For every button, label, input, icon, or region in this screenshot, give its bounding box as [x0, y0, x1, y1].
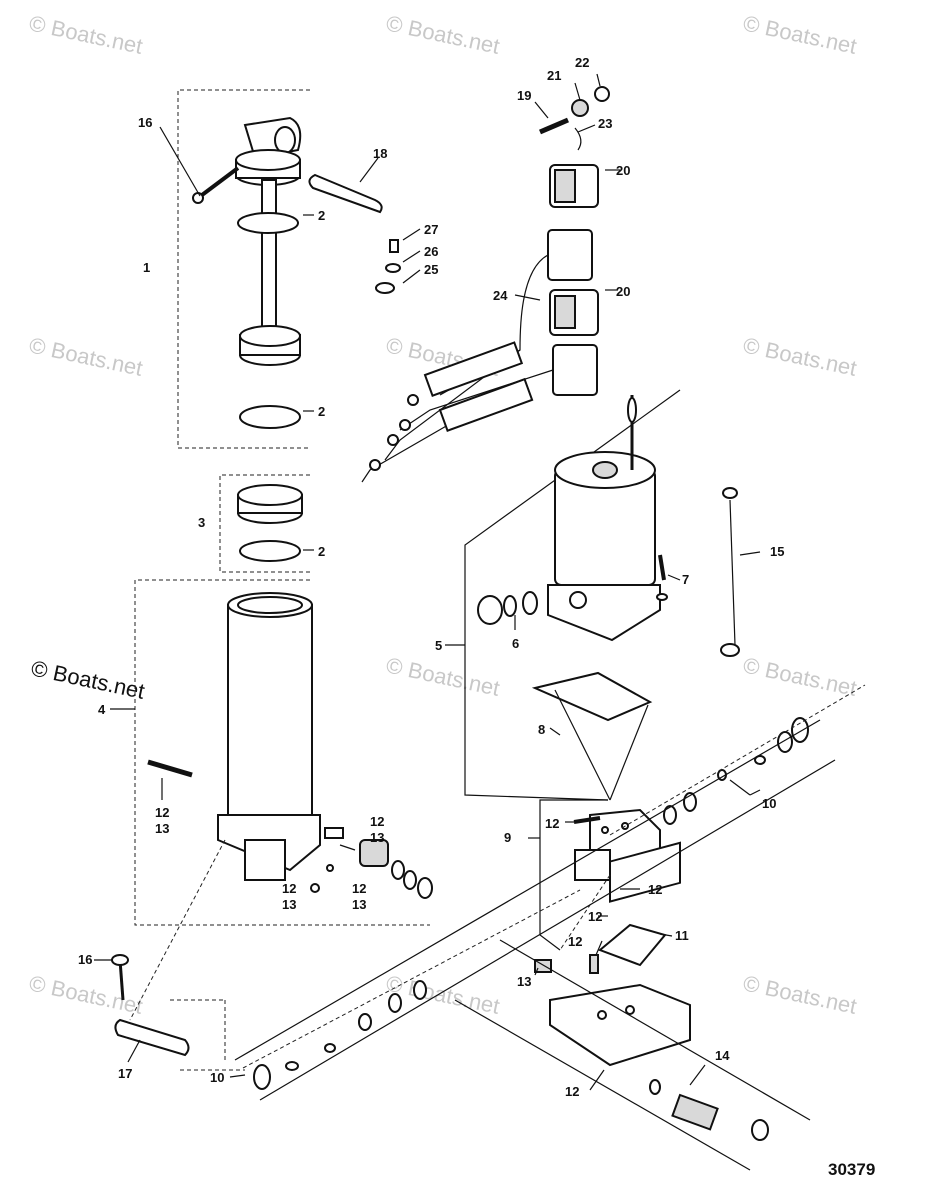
callout-label: 27: [424, 222, 438, 237]
callout-label: 13: [155, 821, 169, 836]
callout-label: 12: [545, 816, 559, 831]
watermark: © Boats.net: [27, 10, 145, 58]
watermark: © Boats.net: [741, 332, 859, 380]
group-box-1: [177, 89, 310, 449]
callout-label: 14: [715, 1048, 730, 1063]
callout-label: 17: [118, 1066, 132, 1081]
watermark-group: © Boats.net © Boats.net © Boats.net © Bo…: [27, 10, 859, 1018]
solenoid: [549, 164, 599, 208]
pin: [114, 1018, 190, 1057]
valve-components: [663, 717, 809, 825]
callout-label: 15: [770, 544, 784, 559]
callout-label: 13: [370, 830, 384, 845]
pin: [308, 173, 383, 214]
watermark: © Boats.net: [741, 10, 859, 58]
o-ring: [239, 405, 301, 429]
callout-label: 2: [318, 404, 325, 419]
callout-label: 7: [682, 572, 689, 587]
ground-strap: [720, 487, 740, 657]
screw: [111, 954, 129, 1001]
callout-label: 23: [598, 116, 612, 131]
callout-label: 13: [352, 897, 366, 912]
callout-label: 12: [568, 934, 582, 949]
callout-label: 4: [98, 702, 106, 717]
group-box-9: [539, 799, 608, 951]
clip: [574, 127, 582, 151]
plug: [477, 591, 538, 625]
piston: [237, 484, 303, 562]
callout-label: 12: [282, 881, 296, 896]
o-ring: [237, 212, 299, 234]
screw-washer: [375, 239, 401, 294]
valve-components: [310, 827, 433, 899]
callout-label: 16: [138, 115, 152, 130]
screw: [656, 554, 668, 601]
callout-label: 13: [282, 897, 296, 912]
callout-label: 10: [762, 796, 776, 811]
figure-number: 30379: [828, 1160, 875, 1179]
leader-lines: [94, 73, 761, 1091]
callout-label: 21: [547, 68, 561, 83]
callout-label: 5: [435, 638, 442, 653]
callout-label: 12: [648, 882, 662, 897]
callout-label: 10: [210, 1070, 224, 1085]
callout-label: 19: [517, 88, 531, 103]
callout-label: 18: [373, 146, 387, 161]
bolt: [539, 117, 569, 135]
callout-label: 8: [538, 722, 545, 737]
solenoid: [549, 289, 599, 336]
watermark: © Boats.net: [741, 970, 859, 1018]
group-box-3: [219, 474, 310, 573]
callout-label: 20: [616, 284, 630, 299]
watermark-prominent: © Boats.net: [29, 655, 147, 703]
gasket: [531, 671, 653, 722]
valve-components: [253, 980, 427, 1090]
watermark: © Boats.net: [27, 332, 145, 380]
callout-label: 3: [198, 515, 205, 530]
callout-label: 12: [370, 814, 384, 829]
spring: [534, 954, 599, 974]
callout-label: 2: [318, 544, 325, 559]
callout-label: 12: [588, 909, 602, 924]
watermark: © Boats.net: [384, 970, 502, 1018]
callout-label: 6: [512, 636, 519, 651]
ram-assembly: [235, 116, 302, 366]
screw: [192, 166, 240, 204]
watermark: © Boats.net: [741, 652, 859, 700]
callout-label: 12: [155, 805, 169, 820]
watermark: © Boats.net: [27, 970, 145, 1018]
screw: [147, 759, 193, 778]
group-box-4: [134, 579, 430, 926]
callout-label: 12: [565, 1084, 579, 1099]
callout-label: 1: [143, 260, 150, 275]
pump-motor: [547, 395, 661, 642]
filter-plate: [598, 923, 667, 967]
callout-label: 16: [78, 952, 92, 967]
watermark: © Boats.net: [384, 652, 502, 700]
callout-label: 9: [504, 830, 511, 845]
callout-label: 2: [318, 208, 325, 223]
callout-label: 22: [575, 55, 589, 70]
callout-label: 24: [493, 288, 508, 303]
screw: [573, 816, 601, 824]
wire-harness: [361, 229, 598, 483]
callout-label: 20: [616, 163, 630, 178]
cap: [594, 86, 610, 102]
cylinder: [217, 592, 321, 881]
watermark: © Boats.net: [384, 10, 502, 58]
assembly-lines: [129, 684, 866, 1171]
callout-label: 13: [517, 974, 531, 989]
callout-label: 26: [424, 244, 438, 259]
nut: [571, 99, 589, 117]
callout-label: 11: [675, 928, 689, 943]
valve-components: [649, 1079, 769, 1141]
callout-labels: 1 2 2 2 3 4 5 6 7 8 9 10 10 11 12 13 12 …: [78, 55, 784, 1099]
callout-label: 12: [352, 881, 366, 896]
callout-label: 25: [424, 262, 438, 277]
